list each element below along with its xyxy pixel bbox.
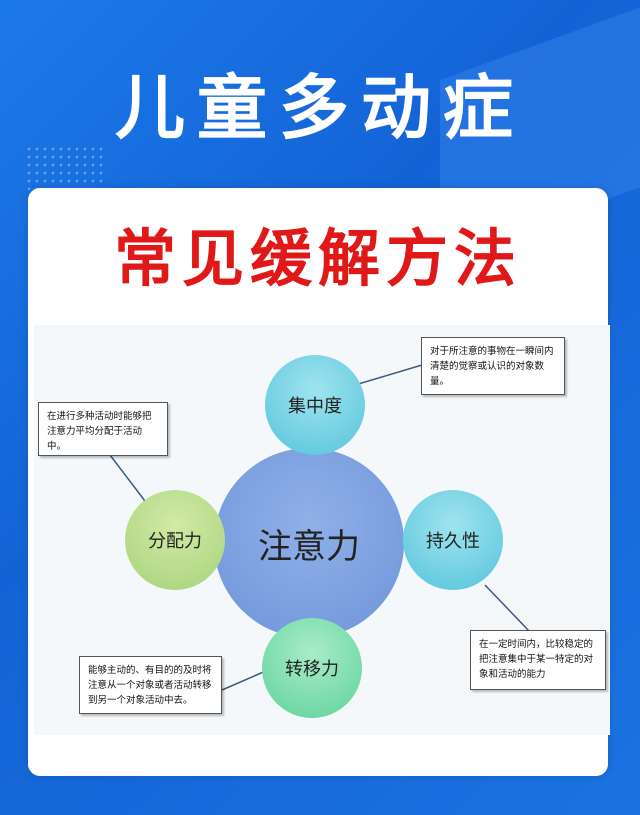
node-concentration: 集中度 xyxy=(265,355,365,455)
center-node: 注意力 xyxy=(214,448,404,638)
connector-top xyxy=(354,364,423,386)
note-top: 对于所注意的事物在一瞬间内清楚的觉察或认识的对象数量。 xyxy=(421,337,565,395)
node-transfer: 转移力 xyxy=(262,618,362,718)
note-bottom: 能够主动的、有目的的及时将注意从一个对象或者活动转移到另一个对象活动中去。 xyxy=(79,656,222,714)
note-left: 在进行多种活动时能够把注意力平均分配于活动中。 xyxy=(38,402,168,456)
page-title: 儿童多动症 xyxy=(115,67,525,149)
connector-left xyxy=(109,454,149,506)
page-subtitle: 常见缓解方法 xyxy=(113,222,522,295)
dot-pattern xyxy=(25,145,105,190)
connector-right xyxy=(484,584,531,633)
node-distribution: 分配力 xyxy=(125,490,225,590)
note-right: 在一定时间内，比较稳定的把注意集中于某一特定的对象和活动的能力 xyxy=(470,630,606,690)
connector-bottom xyxy=(221,669,269,691)
node-persistence: 持久性 xyxy=(403,490,503,590)
